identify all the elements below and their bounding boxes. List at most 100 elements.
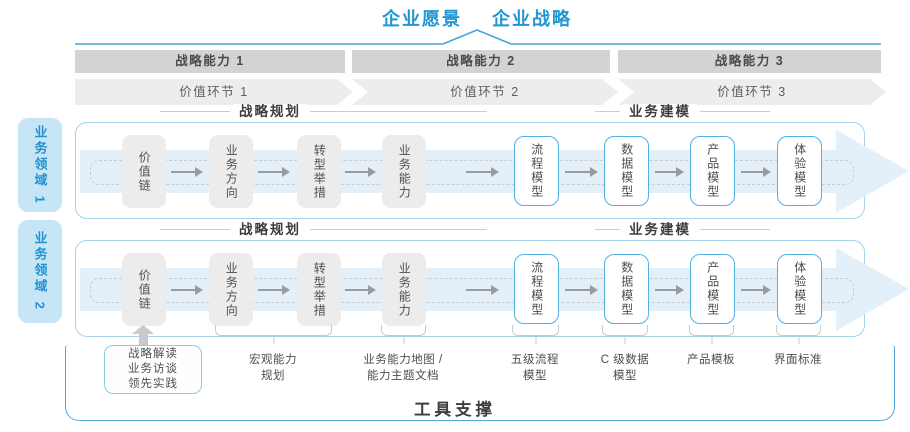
label-line: 宏观能力 <box>249 354 297 366</box>
row2-box-transformation: 转型举措 <box>297 253 341 326</box>
up-arrow-icon <box>132 325 154 345</box>
row1-box-experience-model: 体验模型 <box>777 136 822 206</box>
capability-bar-3: 战略能力 3 <box>618 50 881 73</box>
box-label: 流程模型 <box>529 143 544 199</box>
title-line <box>160 111 230 112</box>
label-process-model: 五级流程 模型 <box>465 353 605 384</box>
domain-tab-2: 业务领域 2 <box>18 220 62 323</box>
flow-arrow-icon <box>565 167 598 177</box>
box-label: 产品模型 <box>705 261 720 317</box>
row1-box-business-direction: 业务方向 <box>209 135 253 208</box>
row1-box-transformation: 转型举措 <box>297 135 341 208</box>
row2-box-experience-model: 体验模型 <box>777 254 822 324</box>
strategy-title: 企业战略 <box>492 9 572 29</box>
practice-line: 业务访谈 <box>128 362 178 375</box>
row2-process-container: 价值链 业务方向 转型举措 业务能力 流程模型 数据模型 产品模型 体验模型 <box>75 240 909 337</box>
tool-support-container <box>65 345 895 421</box>
box-label: 流程模型 <box>529 261 544 317</box>
capability-bar-2: 战略能力 2 <box>352 50 610 73</box>
box-label: 业务方向 <box>224 261 239 318</box>
box-label: 体验模型 <box>792 143 807 199</box>
box-label: 转型举措 <box>312 143 327 200</box>
title-line <box>595 111 620 112</box>
box-label: 业务能力 <box>397 261 412 318</box>
row2-section-titles: 战略规划 业务建模 <box>75 222 865 237</box>
practice-line: 领先实践 <box>128 378 178 391</box>
flow-arrow-icon <box>741 167 771 177</box>
dashed-track <box>90 278 854 303</box>
box-label: 体验模型 <box>792 261 807 317</box>
flow-arrow-icon <box>741 285 771 295</box>
box-label: 数据模型 <box>619 261 634 317</box>
flow-arrow-icon <box>565 285 598 295</box>
row1-box-data-model: 数据模型 <box>604 136 649 206</box>
row2-box-business-capability: 业务能力 <box>382 253 426 326</box>
flow-arrow-icon <box>466 285 499 295</box>
label-ui-standard: 界面标准 <box>728 353 868 369</box>
row2-box-process-model: 流程模型 <box>514 254 559 324</box>
label-line: 模型 <box>613 369 637 382</box>
label-macro-capability: 宏观能力 规划 <box>203 353 343 384</box>
label-line: 模型 <box>523 369 547 382</box>
box-label: 业务能力 <box>397 143 412 200</box>
row2-planning-title: 战略规划 <box>233 222 307 237</box>
domain-tab-2-label: 业务领域 2 <box>32 231 48 312</box>
row2-modeling-title: 业务建模 <box>623 222 697 237</box>
flow-arrow-icon <box>258 167 290 177</box>
box-label: 价值链 <box>137 268 152 311</box>
top-title: 企业愿景 企业战略 <box>22 5 910 31</box>
box-label: 产品模型 <box>705 143 720 199</box>
label-line: 五级流程 <box>511 354 559 366</box>
row1-modeling-title: 业务建模 <box>623 104 697 119</box>
vision-pointer-line <box>75 29 881 45</box>
flow-arrow-icon <box>171 285 203 295</box>
box-label: 转型举措 <box>312 261 327 318</box>
brace-connector <box>215 325 332 336</box>
label-line: C 级数据 <box>600 354 650 366</box>
row1-box-product-model: 产品模型 <box>690 136 735 206</box>
title-line <box>595 229 620 230</box>
brace-connector <box>776 325 821 336</box>
value-link-chevron-3: 价值环节 3 <box>618 79 886 105</box>
box-label: 数据模型 <box>619 143 634 199</box>
label-data-model: C 级数据 模型 <box>555 353 695 384</box>
title-line <box>700 111 770 112</box>
brace-connector <box>689 325 734 336</box>
label-line: 规划 <box>261 369 285 382</box>
box-label: 价值链 <box>137 150 152 193</box>
tool-support-title: 工具支撑 <box>414 401 496 419</box>
label-line: 业务能力地图 / <box>363 354 443 366</box>
capability-bar-1: 战略能力 1 <box>75 50 345 73</box>
label-line: 能力主题文档 <box>367 369 439 382</box>
flow-arrow-icon <box>171 167 203 177</box>
title-line <box>310 229 487 230</box>
row1-planning-title: 战略规划 <box>233 104 307 119</box>
row2-box-value-chain: 价值链 <box>122 253 166 326</box>
row2-box-business-direction: 业务方向 <box>209 253 253 326</box>
title-line <box>700 229 770 230</box>
flow-arrow-icon <box>345 285 376 295</box>
label-capability-map: 业务能力地图 / 能力主题文档 <box>333 353 473 384</box>
flow-arrow-icon <box>258 285 290 295</box>
dashed-track <box>90 160 854 185</box>
domain-tab-1: 业务领域 1 <box>18 118 62 212</box>
row1-box-value-chain: 价值链 <box>122 135 166 208</box>
flow-arrow-icon <box>655 167 684 177</box>
flow-arrow-icon <box>466 167 499 177</box>
brace-connector <box>602 325 648 336</box>
vision-title: 企业愿景 <box>382 9 462 29</box>
practice-box: 战略解读 业务访谈 领先实践 <box>104 345 202 394</box>
value-link-chevron-1: 价值环节 1 <box>75 79 353 105</box>
brace-connector <box>381 325 426 336</box>
row1-box-business-capability: 业务能力 <box>382 135 426 208</box>
row1-section-titles: 战略规划 业务建模 <box>75 104 865 119</box>
brace-connector <box>512 325 559 336</box>
label-line: 产品模板 <box>687 354 735 366</box>
practice-line: 战略解读 <box>128 347 178 360</box>
title-line <box>160 229 230 230</box>
flow-arrow-icon <box>655 285 684 295</box>
label-line: 界面标准 <box>774 354 822 366</box>
domain-tab-1-label: 业务领域 1 <box>32 124 48 206</box>
title-line <box>310 111 487 112</box>
